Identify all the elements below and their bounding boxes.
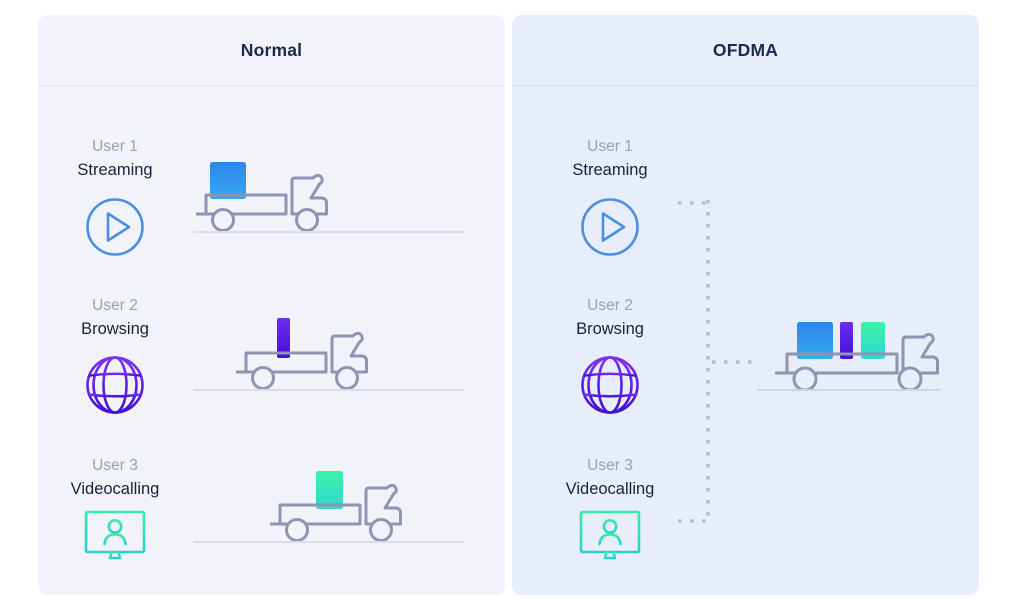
panel-ofdma-header: OFDMA [512,15,979,86]
panel-ofdma: OFDMA [512,15,979,595]
panel-ofdma-title: OFDMA [712,39,779,60]
packet-streaming [797,322,833,359]
packet-browsing [277,318,290,358]
user-activity: Browsing [576,320,644,338]
user-name: User 3 [587,457,633,474]
truck-outline [196,173,328,232]
packet-streaming [210,162,246,199]
user-name: User 2 [587,297,633,314]
packet-browsing [840,322,853,359]
truck-browsing [236,318,368,390]
user-activity: Videocalling [565,480,655,498]
truck-videocalling [270,471,402,542]
globe-icon [86,356,144,414]
user-activity: Browsing [81,320,149,338]
user-name: User 2 [92,297,138,314]
user-activity: Videocalling [70,480,160,498]
road-line [757,389,941,391]
user-activity: Streaming [77,161,153,179]
panel-normal-title: Normal [240,39,303,60]
ofdma-user3-label: User 3 Videocalling [535,455,685,502]
ofdma-user2-label: User 2 Browsing [535,295,685,342]
road-line [193,389,464,391]
play-icon [581,198,639,256]
truck-outline [270,483,402,542]
road-line [193,541,464,543]
truck-ofdma-shared [775,322,939,391]
monitor-icon [84,510,146,563]
user-name: User 1 [92,138,138,155]
ofdma-merge-dotted-lines [678,200,752,523]
normal-user3-label: User 3 Videocalling [40,455,190,502]
panel-normal: Normal [38,15,505,595]
globe-icon [581,356,639,414]
panel-normal-header: Normal [38,15,505,86]
user-name: User 3 [92,457,138,474]
packet-videocalling [316,471,343,509]
normal-user1-label: User 1 Streaming [40,136,190,183]
normal-user2-label: User 2 Browsing [40,295,190,342]
monitor-icon [579,510,641,563]
user-activity: Streaming [572,161,648,179]
road-line [193,231,464,233]
ofdma-user1-label: User 1 Streaming [535,136,685,183]
truck-streaming [196,162,328,232]
play-icon [86,198,144,256]
packet-videocalling [861,322,885,359]
truck-outline [236,331,368,390]
user-name: User 1 [587,138,633,155]
